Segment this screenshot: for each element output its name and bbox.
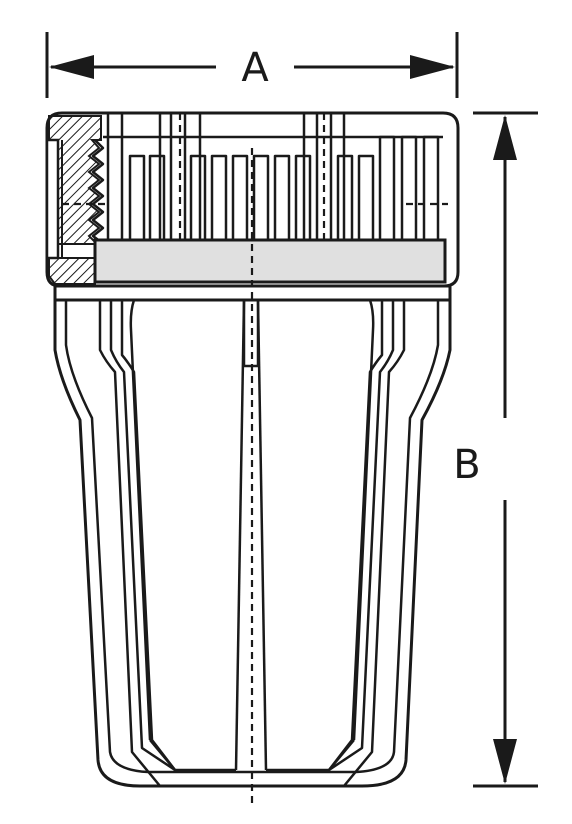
cap-threaded-port-hatch-lower (48, 257, 96, 285)
dimension-a-arrow-right (410, 55, 455, 79)
bowl-rib-right-outer (343, 300, 406, 787)
dimension-b-arrow-bottom (493, 739, 517, 784)
dimension-b-arrow-top (493, 115, 517, 160)
bowl-rib-left-mid (109, 300, 176, 772)
bowl-rib-left-outer (98, 300, 161, 787)
bowl-rib-right-mid (328, 300, 395, 772)
bowl-inner-right (352, 299, 375, 741)
filter-cap (45, 111, 460, 288)
bowl-center-rib-left (234, 299, 246, 771)
dimension-b: B (453, 111, 538, 788)
dimension-a: A (45, 32, 459, 98)
cap-ribs (106, 111, 440, 242)
bowl-center-rib-right (256, 299, 268, 771)
port-face (45, 138, 60, 260)
dimension-a-label: A (241, 45, 269, 91)
bowl-foot-left (149, 739, 236, 772)
bowl-foot-right (266, 739, 355, 772)
port-thread (91, 139, 105, 243)
seal-ring (93, 238, 447, 284)
bowl-inner-left (129, 299, 152, 741)
dimension-a-arrow-left (49, 55, 94, 79)
dimension-b-label: B (453, 442, 480, 488)
